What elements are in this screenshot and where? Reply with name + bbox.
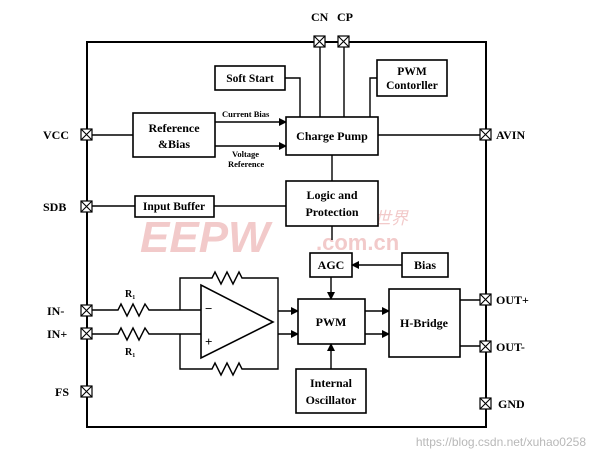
opamp-triangle <box>200 283 275 360</box>
pwm-controller-label-2: Contorller <box>386 80 438 92</box>
internal-oscillator-label-2: Oscillator <box>306 393 357 407</box>
pin-fs-terminal <box>80 385 93 398</box>
chip-boundary <box>86 41 487 428</box>
pwm-block <box>297 298 366 345</box>
pin-label-out-minus: OUT- <box>496 340 525 354</box>
reference-bias-label-2: &Bias <box>158 137 190 151</box>
bias-label: Bias <box>414 258 436 272</box>
pin-vcc-terminal <box>80 128 93 141</box>
pin-out-minus-terminal <box>479 340 492 353</box>
pin-label-in-minus: IN- <box>47 304 64 318</box>
r1-top-label: R1 <box>125 289 135 301</box>
h-bridge-label: H-Bridge <box>400 316 449 330</box>
charge-pump-block <box>285 116 379 156</box>
pin-cp-terminal <box>337 35 350 48</box>
logic-protection-label-2: Protection <box>305 205 358 219</box>
pin-label-cp: CP <box>337 10 353 24</box>
pin-label-cn: CN <box>311 10 329 24</box>
pin-sdb-terminal <box>80 200 93 213</box>
pwm-controller-label-1: PWM <box>397 66 427 78</box>
pin-gnd-terminal <box>479 397 492 410</box>
h-bridge-block <box>388 288 461 358</box>
agc-label: AGC <box>318 258 345 272</box>
reference-bias-label-1: Reference <box>148 121 200 135</box>
pin-out-plus-terminal <box>479 293 492 306</box>
pwm-label: PWM <box>316 315 347 329</box>
input-buffer-label: Input Buffer <box>143 201 205 213</box>
voltage-reference-label-1: Voltage <box>232 149 259 159</box>
resistor-r1-top <box>92 302 180 318</box>
pin-label-in-plus: IN+ <box>47 327 67 341</box>
bias-block <box>401 252 449 278</box>
pin-label-fs: FS <box>55 385 69 399</box>
source-credit: https://blog.csdn.net/xuhao0258 <box>416 435 586 449</box>
r1-bottom-label: R1 <box>125 347 135 359</box>
soft-start-label: Soft Start <box>226 73 274 85</box>
pin-cn-terminal <box>313 35 326 48</box>
pin-label-gnd: GND <box>498 397 525 411</box>
pin-label-sdb: SDB <box>43 200 66 214</box>
feedback-bottom-wire <box>179 322 279 377</box>
feedback-top-wire <box>179 270 279 322</box>
logic-protection-label-1: Logic and <box>306 188 357 202</box>
voltage-reference-label-2: Reference <box>228 159 264 169</box>
resistor-r1-bottom <box>92 326 180 342</box>
pin-label-avin: AVIN <box>496 128 525 142</box>
pin-in-plus-terminal <box>80 327 93 340</box>
internal-oscillator-label-1: Internal <box>310 376 353 390</box>
watermark-domain: .com.cn <box>316 230 399 255</box>
wire-softstart-chargepump <box>285 77 301 117</box>
pin-label-vcc: VCC <box>43 128 69 142</box>
pin-avin-terminal <box>479 128 492 141</box>
pin-label-out-plus: OUT+ <box>496 293 529 307</box>
soft-start-block <box>214 65 286 91</box>
wire-pwmctrl-chargepump <box>369 77 377 117</box>
current-bias-label: Current Bias <box>222 109 270 119</box>
logic-protection-block <box>285 180 379 227</box>
opamp-plus-sign: + <box>205 334 212 349</box>
charge-pump-label: Charge Pump <box>296 129 368 143</box>
opamp-minus-sign: − <box>205 301 212 316</box>
watermark-logo: EEPW <box>140 213 273 262</box>
pin-in-minus-terminal <box>80 304 93 317</box>
